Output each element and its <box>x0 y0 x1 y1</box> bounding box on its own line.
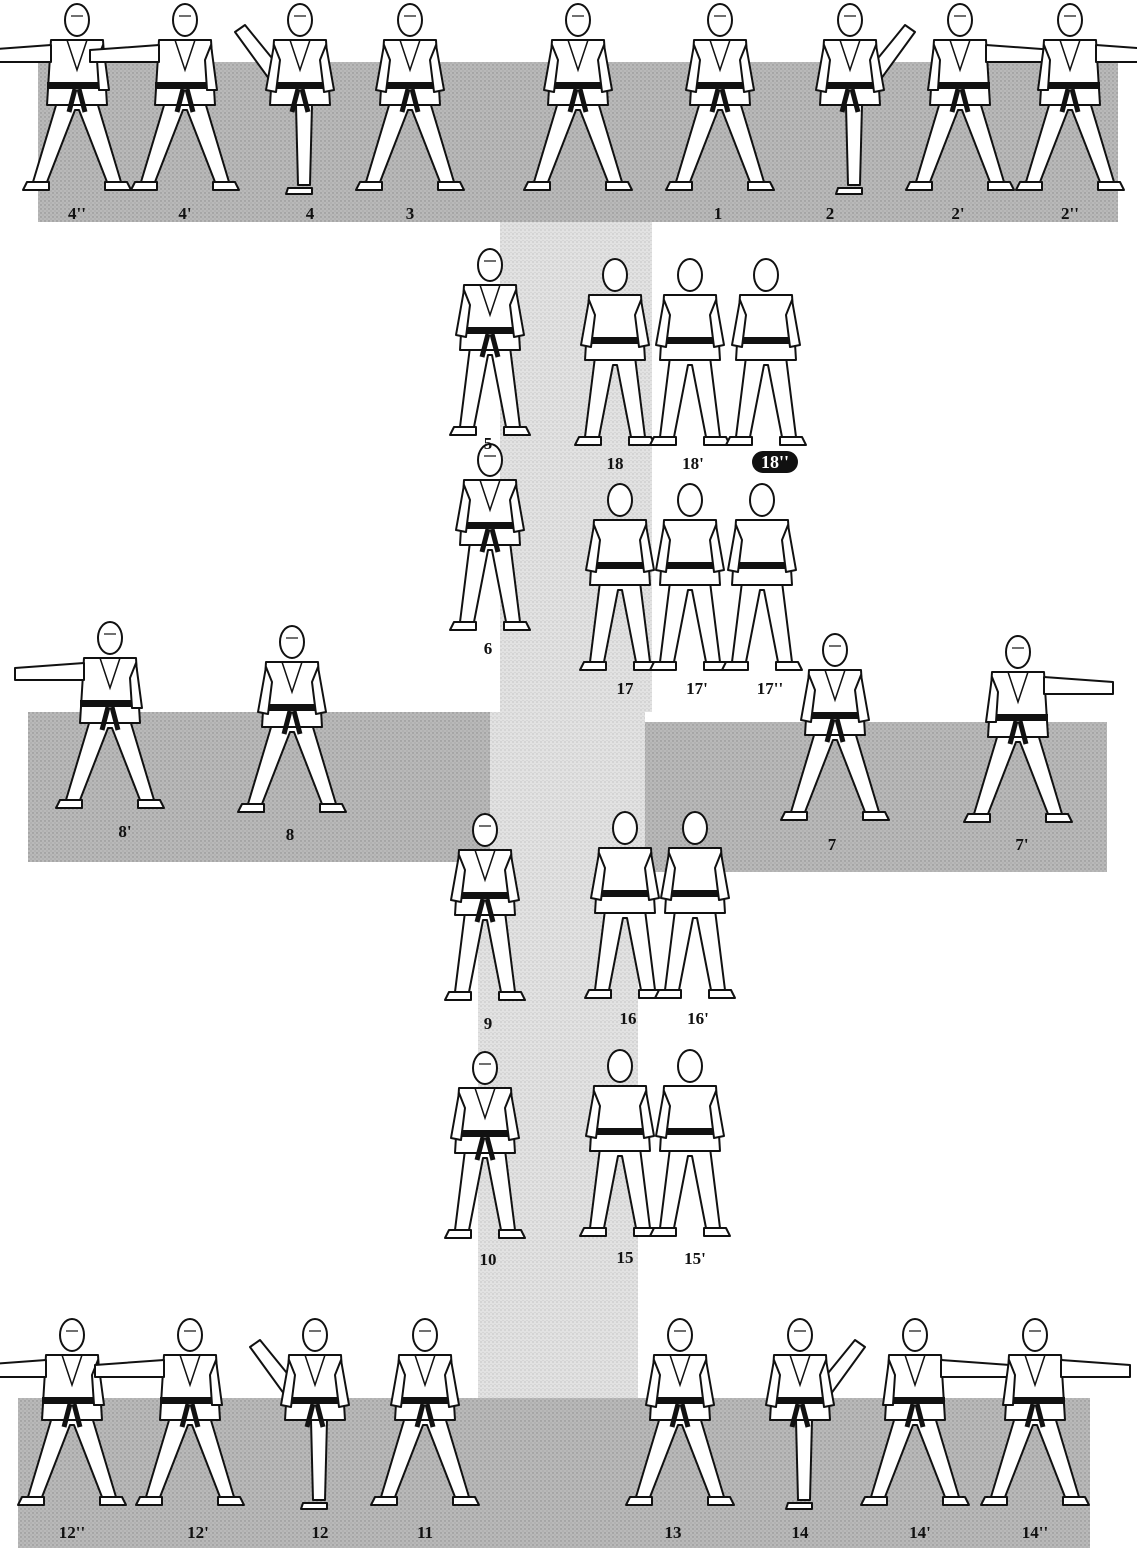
step-label: 7' <box>1015 836 1028 854</box>
step-label: 12'' <box>59 1524 85 1542</box>
step-label: 18 <box>607 455 624 473</box>
step-label: 4 <box>306 205 315 223</box>
karate-figure <box>650 1050 730 1236</box>
step-label: 13 <box>665 1524 682 1542</box>
step-label: 7 <box>828 836 837 854</box>
step-label: 14 <box>792 1524 809 1542</box>
step-label: 18' <box>682 455 704 473</box>
step-label: 5 <box>484 435 493 453</box>
karate-figure <box>650 259 730 445</box>
step-label: 17'' <box>757 680 783 698</box>
step-label: 4' <box>178 205 191 223</box>
step-label: 12' <box>187 1524 209 1542</box>
step-label: 16 <box>620 1010 637 1028</box>
step-label: 17' <box>686 680 708 698</box>
karate-figure <box>722 484 802 670</box>
step-label: 8' <box>118 823 131 841</box>
step-label: 1 <box>714 205 723 223</box>
step-label: 15 <box>617 1249 634 1267</box>
step-label: 17 <box>617 680 634 698</box>
step-label: 3 <box>406 205 415 223</box>
step-label: 4'' <box>68 205 86 223</box>
step-label: 14' <box>909 1524 931 1542</box>
step-label: 9 <box>484 1015 493 1033</box>
step-label: 16' <box>687 1010 709 1028</box>
step-label: 6 <box>484 640 493 658</box>
karate-figure <box>726 259 806 445</box>
karate-figure <box>650 484 730 670</box>
step-label: 11 <box>417 1524 433 1542</box>
step-label: 8 <box>286 826 295 844</box>
step-label: 14'' <box>1022 1524 1048 1542</box>
step-label: 2'' <box>1061 205 1079 223</box>
step-label-highlighted: 18'' <box>752 451 798 473</box>
step-label: 15' <box>684 1250 706 1268</box>
step-label: 2' <box>951 205 964 223</box>
step-label: 12 <box>312 1524 329 1542</box>
step-label: 2 <box>826 205 835 223</box>
step-label: 10 <box>480 1251 497 1269</box>
